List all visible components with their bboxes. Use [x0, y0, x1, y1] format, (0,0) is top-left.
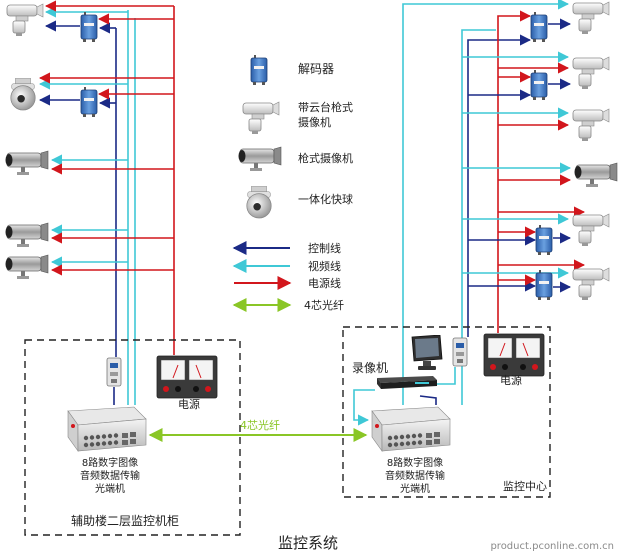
- legend-ptz-label-line2: 摄像机: [298, 115, 331, 129]
- watermark: product.pconline.com.cn: [490, 541, 614, 552]
- monitoring-center-box: [342, 326, 551, 498]
- ptz-camera-icon: [572, 267, 610, 300]
- legend: 解码器 带云台枪式 摄像机 枪式摄像机 一体化快球 控制线 视频线 电源线 4芯…: [232, 55, 353, 312]
- power-supply-icon: [483, 333, 545, 377]
- left-transceiver-label-line3: 光端机: [95, 482, 125, 495]
- legend-dome-label: 一体化快球: [298, 192, 353, 206]
- legend-power-label: 电源线: [308, 276, 341, 290]
- ptz-camera-icon: [572, 1, 610, 34]
- video-recorder-icon: [377, 376, 437, 389]
- right-video-trunk: [461, 29, 496, 405]
- ptz-camera-icon: [572, 108, 610, 141]
- decoder-icon: [80, 87, 98, 117]
- decoder-icon: [530, 70, 548, 100]
- left-transceiver-label-line2: 音频数据传输: [80, 469, 140, 482]
- ptz-camera-icon: [572, 56, 610, 89]
- recorder-label: 录像机: [352, 361, 388, 375]
- ptz-camera-icon: [572, 213, 610, 246]
- decoder-icon: [535, 225, 553, 255]
- monitoring-center-label: 监控中心: [503, 479, 547, 493]
- bullet-camera-icon: [5, 222, 49, 248]
- fiber-link-label: 4芯光纤: [240, 418, 280, 432]
- optical-transceiver-icon: [67, 406, 147, 452]
- left-cabinet-label: 辅助楼二层监控机柜: [71, 513, 179, 528]
- right-transceiver-label-line3: 光端机: [400, 482, 430, 495]
- right-control-trunk: [467, 34, 532, 337]
- monitor-icon: [411, 335, 443, 371]
- recorder-control-link: [419, 395, 437, 405]
- bullet-camera-icon: [238, 146, 282, 172]
- decoder-icon: [80, 12, 98, 42]
- connection-wires: [38, 0, 586, 426]
- bullet-camera-icon: [5, 150, 49, 176]
- monitoring-center: 电源 录像机 8路数字图像 音频数据传输 光端机 监控中心: [342, 326, 551, 498]
- legend-decoder-label: 解码器: [298, 62, 334, 76]
- right-devices: [530, 1, 618, 300]
- legend-video-label: 视频线: [308, 259, 341, 273]
- converter-icon: [452, 337, 468, 367]
- decoder-icon: [530, 12, 548, 42]
- power-supply-icon: [156, 355, 218, 399]
- recorder-converter-link: [437, 367, 456, 385]
- recorder-transceiver-link: [353, 389, 375, 426]
- ptz-camera-icon: [6, 3, 44, 36]
- left-cabinet: 电源 8路数字图像 音频数据传输 光端机 辅助楼二层监控机柜: [24, 339, 241, 536]
- decoder-icon: [250, 55, 268, 85]
- decoder-icon: [535, 270, 553, 300]
- legend-fiber-label: 4芯光纤: [304, 298, 344, 312]
- optical-transceiver-icon: [371, 406, 451, 452]
- left-transceiver-label-line1: 8路数字图像: [82, 456, 138, 469]
- bullet-camera-icon: [574, 162, 618, 188]
- right-transceiver-label-line1: 8路数字图像: [387, 456, 443, 469]
- right-power-label: 电源: [500, 373, 522, 387]
- bullet-camera-icon: [5, 254, 49, 280]
- legend-ptz-label-line1: 带云台枪式: [298, 100, 353, 114]
- diagram-title: 监控系统: [278, 534, 338, 552]
- left-power-label: 电源: [178, 397, 200, 411]
- right-power-trunk: [497, 10, 532, 333]
- legend-bullet-label: 枪式摄像机: [298, 151, 353, 165]
- legend-control-label: 控制线: [308, 241, 341, 255]
- right-transceiver-label-line2: 音频数据传输: [385, 469, 445, 482]
- speed-dome-icon: [246, 186, 272, 219]
- speed-dome-icon: [10, 78, 36, 111]
- converter-icon: [106, 357, 122, 387]
- right-video-top: [402, 0, 570, 405]
- ptz-camera-icon: [242, 101, 280, 134]
